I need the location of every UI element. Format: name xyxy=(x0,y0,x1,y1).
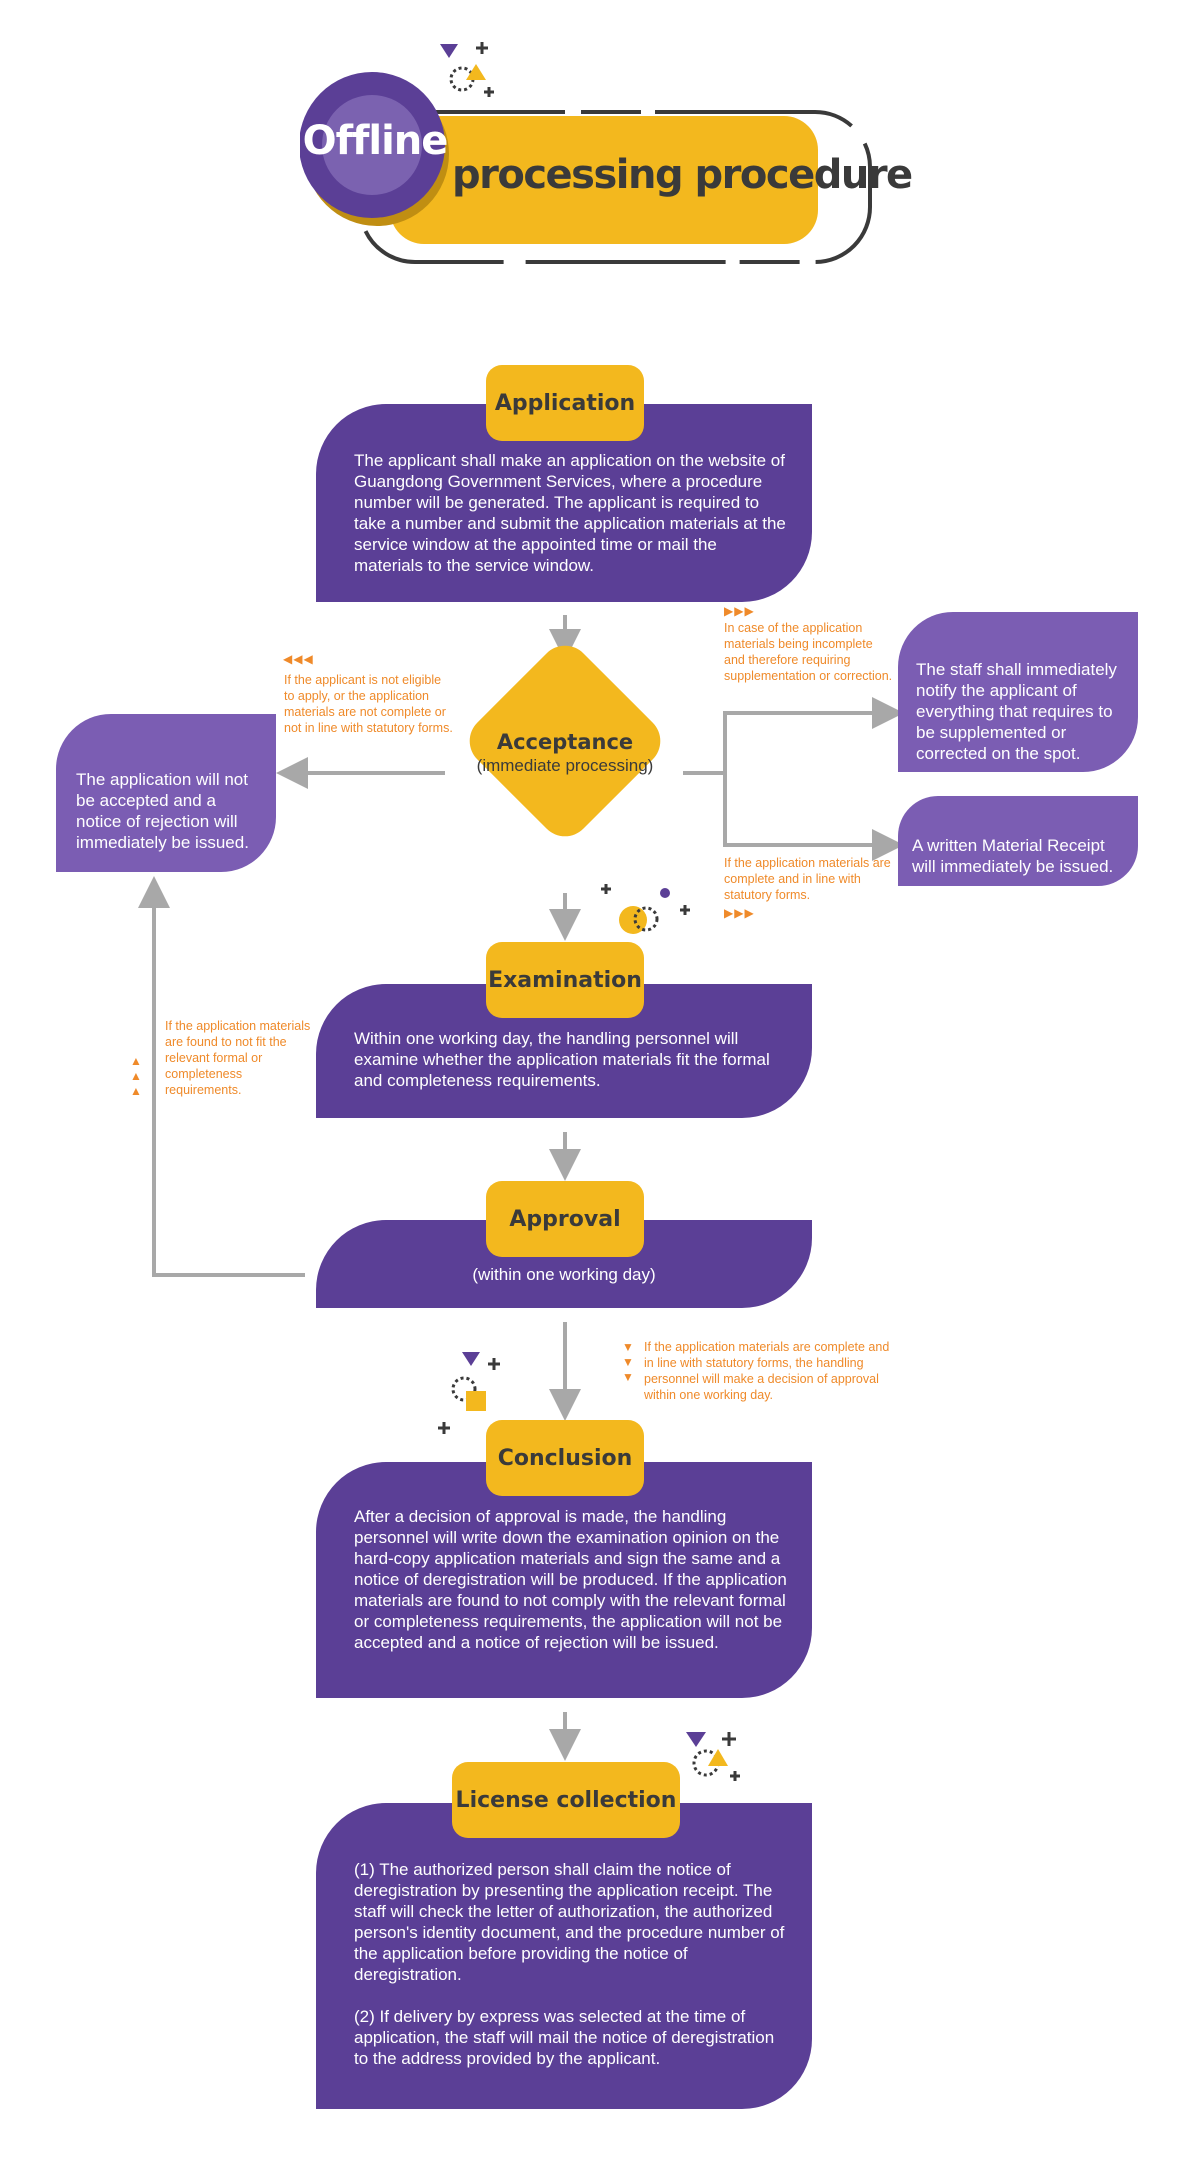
examination-text: Within one working day, the handling per… xyxy=(354,1029,770,1090)
page-title: Offline processing procedure xyxy=(300,40,913,280)
decor-license-icon xyxy=(686,1732,740,1781)
approval-text: (within one working day) xyxy=(472,1265,656,1284)
acceptance-sublabel: (immediate processing) xyxy=(476,756,654,775)
rejection-text: The application will not be accepted and… xyxy=(76,770,249,852)
note-not-fit: If the application materials are found t… xyxy=(165,1019,311,1097)
conclusion-text: After a decision of approval is made, th… xyxy=(354,1507,787,1652)
note-incomplete: In case of the application materials bei… xyxy=(724,621,893,683)
right-arrows-icon-top: ▶▶▶ xyxy=(724,604,755,618)
down-arrows-icon: ▼▼▼ xyxy=(622,1340,635,1384)
supplement-text: The staff shall immediately notify the a… xyxy=(916,660,1117,763)
note-approval-decision: If the application materials are complet… xyxy=(644,1340,890,1402)
step-label-application: Application xyxy=(486,365,644,441)
outcome-supplement: The staff shall immediately notify the a… xyxy=(898,612,1138,772)
step-label-approval: Approval xyxy=(486,1181,644,1257)
step-box-conclusion: After a decision of approval is made, th… xyxy=(316,1462,812,1698)
outcome-rejection: The application will not be accepted and… xyxy=(56,714,276,872)
acceptance-label: Acceptance xyxy=(496,730,634,754)
step-label-examination: Examination xyxy=(486,942,644,1018)
decor-title-icon xyxy=(440,42,494,97)
title-badge: Offline xyxy=(302,118,449,164)
title-main: processing procedure xyxy=(452,152,913,198)
decor-conclusion-icon xyxy=(438,1352,500,1434)
step-label-license: License collection xyxy=(452,1762,680,1838)
outcome-receipt: A written Material Receipt will immediat… xyxy=(898,796,1138,886)
license-text-1: (1) The authorized person shall claim th… xyxy=(354,1860,785,1984)
acceptance-label-group: Acceptance (immediate processing) xyxy=(455,730,675,776)
arrow-acceptance-to-branches xyxy=(683,711,885,775)
application-text: The applicant shall make an application … xyxy=(354,451,786,575)
step-box-license: (1) The authorized person shall claim th… xyxy=(316,1803,812,2109)
license-text-2: (2) If delivery by express was selected … xyxy=(354,2007,775,2068)
decor-acceptance-icon xyxy=(601,884,690,934)
receipt-text: A written Material Receipt will immediat… xyxy=(912,836,1114,876)
note-complete: If the application materials are complet… xyxy=(724,856,891,902)
note-not-eligible: If the applicant is not eligible to appl… xyxy=(284,673,453,735)
left-arrows-icon: ◀◀◀ xyxy=(283,652,314,666)
arrow-approval-to-rejection xyxy=(152,895,305,1277)
step-box-examination: Within one working day, the handling per… xyxy=(316,984,812,1118)
step-label-conclusion: Conclusion xyxy=(486,1420,644,1496)
up-arrows-icon: ▲▲▲ xyxy=(130,1054,143,1098)
right-arrows-icon-bottom: ▶▶▶ xyxy=(724,906,755,920)
